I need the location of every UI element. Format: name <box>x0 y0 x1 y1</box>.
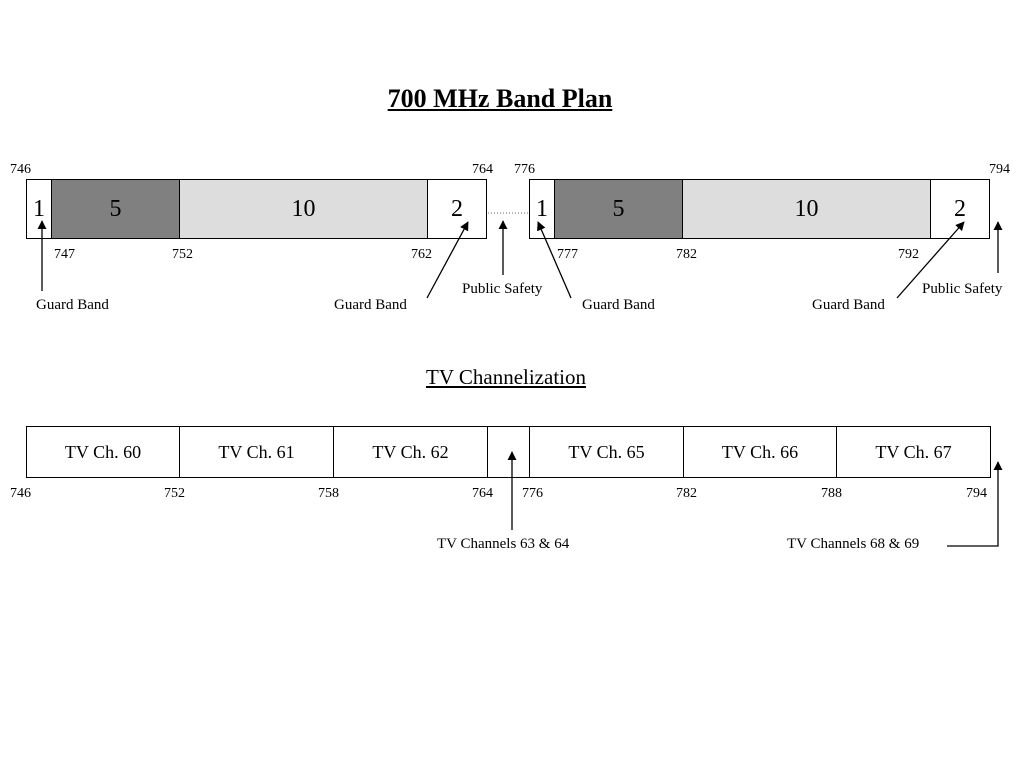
tick-764-top: 764 <box>472 162 493 177</box>
tv-ch-65: TV Ch. 65 <box>529 426 684 478</box>
tick-777: 777 <box>557 247 578 262</box>
arrow-tv-68-69 <box>947 461 1003 547</box>
public-safety-label-2: Public Safety <box>922 281 1003 297</box>
block-a-10mhz: 10 <box>179 179 428 239</box>
tv-ch-67: TV Ch. 67 <box>836 426 991 478</box>
tick-794-top: 794 <box>989 162 1010 177</box>
arrow-guard-band-4 <box>896 221 965 299</box>
tv-channelization-title: TV Channelization <box>426 365 586 389</box>
guard-band-label-3: Guard Band <box>582 297 655 313</box>
tv-tick-794: 794 <box>966 486 987 501</box>
tv-channels-68-69-label: TV Channels 68 & 69 <box>787 536 920 552</box>
public-safety-label-1: Public Safety <box>462 281 543 297</box>
tv-tick-746: 746 <box>10 486 31 501</box>
tv-ch-66: TV Ch. 66 <box>683 426 837 478</box>
tv-ch-62: TV Ch. 62 <box>333 426 488 478</box>
tick-746-top: 746 <box>10 162 31 177</box>
tv-tick-752: 752 <box>164 486 185 501</box>
tick-776-top: 776 <box>514 162 535 177</box>
block-a-guard-1: 1 <box>26 179 52 239</box>
guard-band-label-1: Guard Band <box>36 297 109 313</box>
guard-band-label-2: Guard Band <box>334 297 407 313</box>
tv-tick-758: 758 <box>318 486 339 501</box>
tick-782: 782 <box>676 247 697 262</box>
tick-792: 792 <box>898 247 919 262</box>
tick-752: 752 <box>172 247 193 262</box>
guard-band-label-4: Guard Band <box>812 297 885 313</box>
tv-tick-764: 764 <box>472 486 493 501</box>
block-a-guard-2: 2 <box>427 179 487 239</box>
tv-tick-782: 782 <box>676 486 697 501</box>
tv-ch-61: TV Ch. 61 <box>179 426 334 478</box>
page-title: 700 MHz Band Plan <box>387 84 613 113</box>
tv-ch-60: TV Ch. 60 <box>26 426 180 478</box>
tv-tick-788: 788 <box>821 486 842 501</box>
arrow-guard-band-3 <box>537 221 572 299</box>
tv-channels-63-64-label: TV Channels 63 & 64 <box>437 536 570 552</box>
block-b-10mhz: 10 <box>682 179 931 239</box>
tick-747: 747 <box>54 247 75 262</box>
arrow-guard-band-2 <box>426 221 469 299</box>
tick-762: 762 <box>411 247 432 262</box>
tv-tick-776: 776 <box>522 486 543 501</box>
